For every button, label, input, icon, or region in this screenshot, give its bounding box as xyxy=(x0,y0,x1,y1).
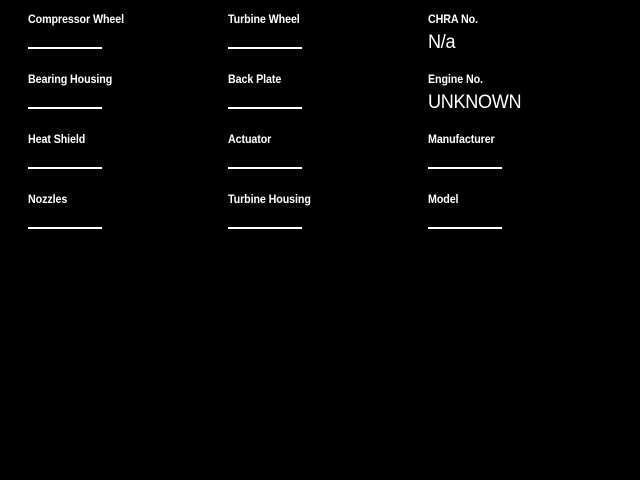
field-label: Turbine Wheel xyxy=(228,14,300,26)
spec-column-right: CHRA No. N/a Engine No. UNKNOWN Manufact… xyxy=(428,0,618,260)
field-underline xyxy=(228,47,302,49)
field-label: Bearing Housing xyxy=(28,74,113,86)
field-underline xyxy=(228,227,302,229)
spec-column-middle: Turbine Wheel Back Plate Actuator Turbin… xyxy=(228,0,418,260)
spec-field[interactable]: Bearing Housing xyxy=(28,72,218,132)
field-label: Engine No. xyxy=(428,74,483,86)
spec-field[interactable]: Model xyxy=(428,192,618,252)
field-underline xyxy=(428,167,502,169)
field-underline xyxy=(28,227,102,229)
spec-field[interactable]: Back Plate xyxy=(228,72,418,132)
field-value: UNKNOWN xyxy=(428,92,522,113)
spec-field-grid: Compressor Wheel Bearing Housing Heat Sh… xyxy=(28,0,618,260)
field-label: Nozzles xyxy=(28,194,68,206)
spec-column-left: Compressor Wheel Bearing Housing Heat Sh… xyxy=(28,0,218,260)
field-underline xyxy=(228,167,302,169)
spec-field[interactable]: Heat Shield xyxy=(28,132,218,192)
spec-field[interactable]: CHRA No. N/a xyxy=(428,12,618,72)
field-underline xyxy=(28,107,102,109)
field-label: Turbine Housing xyxy=(228,194,311,206)
field-underline xyxy=(428,227,502,229)
field-label: Back Plate xyxy=(228,74,282,86)
field-label: Model xyxy=(428,194,459,206)
field-label: Compressor Wheel xyxy=(28,14,124,26)
spec-field[interactable]: Nozzles xyxy=(28,192,218,252)
field-underline xyxy=(28,47,102,49)
spec-field[interactable]: Engine No. UNKNOWN xyxy=(428,72,618,132)
field-value: N/a xyxy=(428,32,456,53)
field-underline xyxy=(28,167,102,169)
spec-field[interactable]: Compressor Wheel xyxy=(28,12,218,72)
field-label: Manufacturer xyxy=(428,134,495,146)
field-label: Actuator xyxy=(228,134,272,146)
spec-field[interactable]: Actuator xyxy=(228,132,418,192)
field-underline xyxy=(228,107,302,109)
spec-field[interactable]: Turbine Wheel xyxy=(228,12,418,72)
spec-field[interactable]: Manufacturer xyxy=(428,132,618,192)
field-label: Heat Shield xyxy=(28,134,86,146)
spec-field[interactable]: Turbine Housing xyxy=(228,192,418,252)
field-label: CHRA No. xyxy=(428,14,478,26)
